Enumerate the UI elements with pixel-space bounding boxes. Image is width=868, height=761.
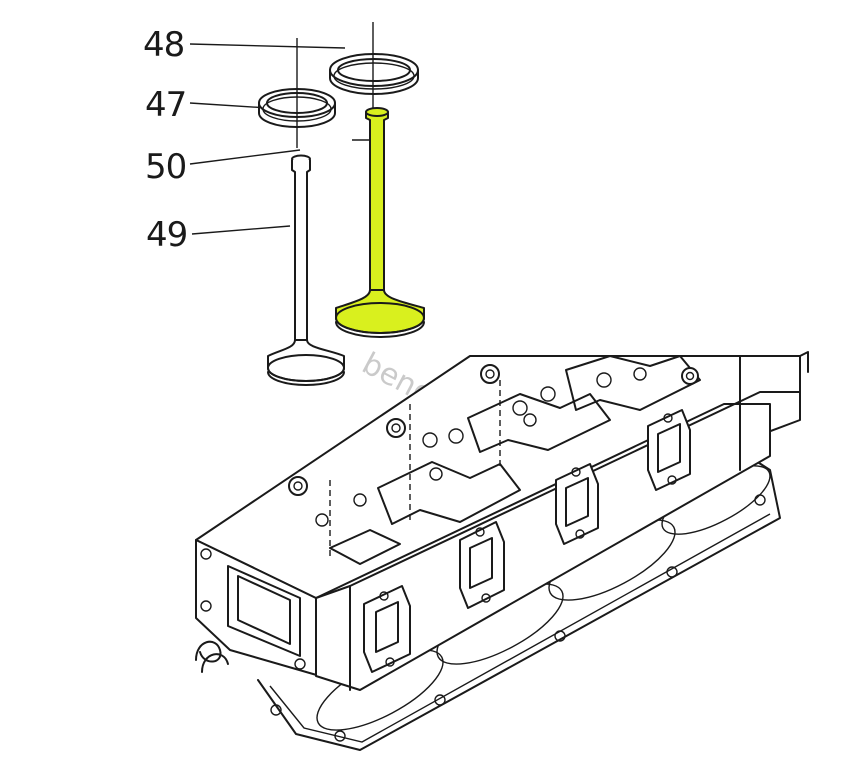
intake-valve-49 — [267, 154, 345, 386]
intake-runner-2 — [467, 393, 611, 453]
callout-50: 50 — [145, 147, 186, 187]
intake-runner-1 — [377, 461, 521, 525]
callout-49: 49 — [146, 215, 187, 255]
leader-50 — [189, 149, 301, 165]
leader-49 — [191, 225, 291, 235]
stud-bosses — [288, 364, 699, 527]
leader-47 — [189, 102, 269, 109]
exhaust-port-2 — [459, 521, 505, 609]
callout-48: 48 — [143, 25, 184, 65]
valve-seat-ring-48 — [329, 22, 419, 108]
exhaust-port-3 — [555, 463, 599, 545]
callout-47: 47 — [145, 85, 186, 125]
exhaust-port-1 — [363, 585, 411, 673]
exhaust-valve-highlighted — [335, 107, 425, 338]
spring-coil — [195, 640, 222, 663]
cylinder-head-assembly — [195, 351, 809, 751]
exhaust-port-4 — [647, 409, 691, 491]
intake-runner-3 — [565, 355, 701, 411]
valve-seat-ring-47 — [258, 38, 336, 148]
leader-48 — [189, 43, 346, 49]
